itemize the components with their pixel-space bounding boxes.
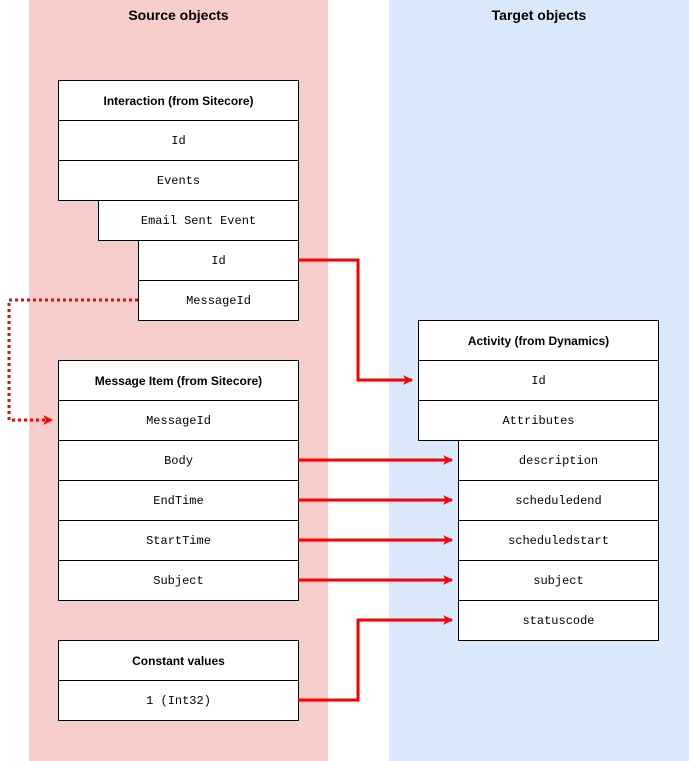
message-item-starttime-field: StartTime: [58, 520, 299, 561]
constant-values-header: Constant values: [58, 640, 299, 681]
connector-messageid-to-message-item: [7, 298, 138, 425]
activity-scheduledend-field: scheduledend: [458, 480, 659, 521]
activity-header: Activity (from Dynamics): [418, 320, 659, 361]
message-item-subject-field: Subject: [58, 560, 299, 601]
message-item-message-id-field: MessageId: [58, 400, 299, 441]
interaction-header: Interaction (from Sitecore): [58, 80, 299, 121]
message-item-header: Message Item (from Sitecore): [58, 360, 299, 401]
interaction-events-field: Events: [58, 160, 299, 201]
email-event-message-id-field: MessageId: [138, 280, 299, 321]
message-item-endtime-field: EndTime: [58, 480, 299, 521]
constant-value-field: 1 (Int32): [58, 680, 299, 721]
email-sent-event-field: Email Sent Event: [98, 200, 299, 241]
activity-scheduledstart-field: scheduledstart: [458, 520, 659, 561]
connector-constant-to-statuscode: [298, 615, 453, 702]
email-event-id-field: Id: [138, 240, 299, 281]
source-objects-title: Source objects: [128, 7, 229, 23]
activity-attributes-field: Attributes: [418, 400, 659, 441]
interaction-id-field: Id: [58, 120, 299, 161]
target-objects-title: Target objects: [491, 7, 587, 23]
activity-subject-field: subject: [458, 560, 659, 601]
connector-event-id-to-activity-id: [298, 258, 413, 385]
activity-statuscode-field: statuscode: [458, 600, 659, 641]
